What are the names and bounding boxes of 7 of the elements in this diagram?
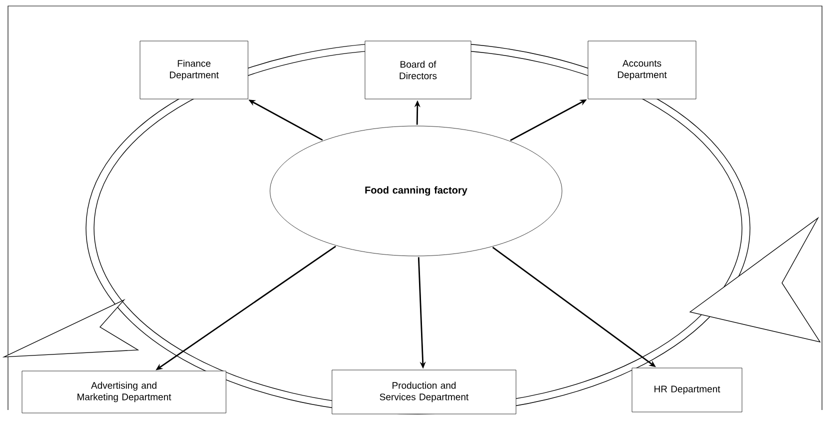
department-box: Accounts Department xyxy=(588,40,696,100)
department-box: Finance Department xyxy=(140,40,248,100)
department-box: Advertising and Marketing Department xyxy=(22,370,226,414)
department-box: HR Department xyxy=(632,368,742,412)
department-box: Production and Services Department xyxy=(332,370,516,414)
department-box: Board of Directors xyxy=(364,40,472,100)
oval-node: Food canning factory xyxy=(270,126,562,256)
